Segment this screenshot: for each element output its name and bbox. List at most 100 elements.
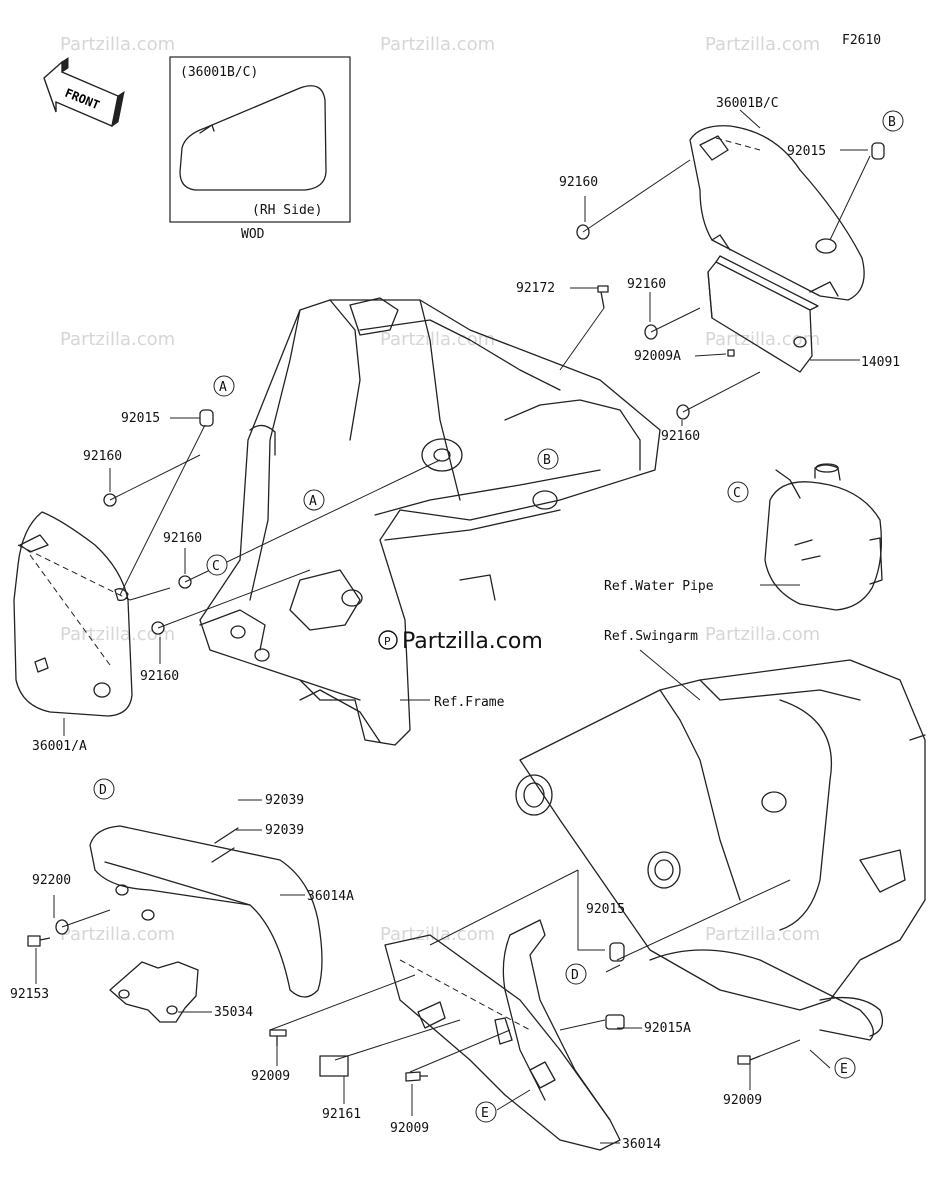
part-label-36014a: 36014A bbox=[307, 889, 354, 904]
cover-tab bbox=[199, 124, 215, 134]
reference-callouts: A A B B C C D D E E bbox=[93, 110, 904, 1123]
svg-text:Partzilla.com: Partzilla.com bbox=[380, 34, 495, 55]
svg-text:Partzilla.com: Partzilla.com bbox=[60, 34, 175, 55]
callout-a: A bbox=[303, 489, 325, 511]
watermark: Partzilla.com bbox=[705, 624, 820, 645]
watermark: Partzilla.com bbox=[705, 924, 820, 945]
left-side-cover-36001a bbox=[13, 511, 133, 717]
callout-c: C bbox=[727, 481, 749, 503]
part-label-36001bc: 36001B/C bbox=[716, 96, 779, 111]
svg-text:D: D bbox=[571, 968, 579, 983]
bolt-92009 bbox=[269, 1029, 287, 1046]
part-label-92160: 92160 bbox=[559, 175, 598, 190]
watermark: Partzilla.com bbox=[60, 624, 175, 645]
callout-d: D bbox=[565, 963, 587, 985]
svg-text:Partzilla.com: Partzilla.com bbox=[60, 924, 175, 945]
watermark: Partzilla.com bbox=[60, 924, 175, 945]
callout-b: B bbox=[882, 110, 904, 132]
callout-c: C bbox=[206, 554, 228, 576]
chain-guard-36014a bbox=[89, 825, 323, 998]
pin-92039 bbox=[211, 847, 235, 863]
ref-swingarm: Ref.Swingarm bbox=[604, 629, 698, 644]
lower-chain-cover-36014 bbox=[384, 919, 621, 1151]
inset-rh-side-cover: (36001B/C) (RH Side) WOD bbox=[169, 56, 351, 242]
motorcycle-frame bbox=[199, 297, 661, 746]
part-label-92153: 92153 bbox=[10, 987, 49, 1002]
bolt-92009a bbox=[727, 349, 735, 357]
callout-e: E bbox=[834, 1057, 856, 1079]
part-label-92160: 92160 bbox=[83, 449, 122, 464]
swingarm bbox=[515, 659, 926, 1041]
part-label-92009a: 92009A bbox=[634, 349, 681, 364]
bolt-92009 bbox=[405, 1071, 428, 1082]
label-leaders bbox=[35, 109, 868, 1144]
bolt-92009 bbox=[737, 1055, 761, 1065]
bracket-35034 bbox=[109, 961, 199, 1023]
brand-mark: P Partzilla.com bbox=[378, 629, 543, 654]
part-label-14091: 14091 bbox=[861, 355, 900, 370]
rh-side-cover-silhouette bbox=[179, 85, 327, 191]
ref-water-pipe: Ref.Water Pipe bbox=[604, 579, 714, 594]
pin-92039 bbox=[214, 827, 239, 844]
diagram-code: F2610 bbox=[842, 33, 881, 48]
collar-92015 bbox=[199, 409, 214, 427]
part-label-92015: 92015 bbox=[121, 411, 160, 426]
svg-text:Partzilla.com: Partzilla.com bbox=[705, 329, 820, 350]
svg-text:B: B bbox=[888, 115, 896, 130]
svg-text:B: B bbox=[543, 453, 551, 468]
bracket-14091 bbox=[707, 255, 819, 373]
svg-text:E: E bbox=[840, 1062, 848, 1077]
clip-92015a bbox=[605, 1014, 625, 1030]
svg-text:C: C bbox=[212, 559, 220, 574]
svg-text:Partzilla.com: Partzilla.com bbox=[380, 329, 495, 350]
svg-text:Partzilla.com: Partzilla.com bbox=[60, 624, 175, 645]
part-label-92015: 92015 bbox=[586, 902, 625, 917]
part-label-92015a: 92015A bbox=[644, 1021, 691, 1036]
part-label-92160: 92160 bbox=[627, 277, 666, 292]
svg-text:A: A bbox=[309, 494, 317, 509]
svg-text:Partzilla.com: Partzilla.com bbox=[705, 924, 820, 945]
part-label-36001a: 36001/A bbox=[32, 739, 87, 754]
part-label-92161: 92161 bbox=[322, 1107, 361, 1122]
front-direction-arrow: FRONT bbox=[43, 57, 125, 128]
callout-d: D bbox=[93, 778, 115, 800]
part-label-92009: 92009 bbox=[723, 1093, 762, 1108]
callout-b: B bbox=[537, 448, 559, 470]
part-labels: 36001B/C 92015 92160 92172 92160 92009A … bbox=[10, 96, 900, 1152]
inset-part-number: (36001B/C) bbox=[180, 65, 258, 80]
water-pipe-cover bbox=[764, 463, 883, 611]
watermark: Partzilla.com bbox=[60, 34, 175, 55]
watermark: Partzilla.com bbox=[705, 329, 820, 350]
callout-e: E bbox=[475, 1101, 497, 1123]
watermark: Partzilla.com bbox=[705, 34, 820, 55]
watermarks: Partzilla.com Partzilla.com Partzilla.co… bbox=[60, 34, 820, 945]
svg-text:Partzilla.com: Partzilla.com bbox=[705, 34, 820, 55]
part-label-92009: 92009 bbox=[390, 1121, 429, 1136]
part-label-92200: 92200 bbox=[32, 873, 71, 888]
callout-a: A bbox=[213, 375, 235, 397]
svg-text:P: P bbox=[384, 635, 391, 648]
bolt-92153 bbox=[27, 935, 51, 947]
leader-lines bbox=[17, 137, 871, 1073]
inset-variant-label: WOD bbox=[241, 227, 265, 242]
collar-92015 bbox=[609, 942, 625, 962]
collar-92015 bbox=[871, 142, 885, 160]
inset-side-label: (RH Side) bbox=[252, 203, 322, 218]
part-label-92009: 92009 bbox=[251, 1069, 290, 1084]
svg-text:D: D bbox=[99, 783, 107, 798]
svg-text:A: A bbox=[219, 380, 227, 395]
part-label-92160: 92160 bbox=[661, 429, 700, 444]
part-label-92172: 92172 bbox=[516, 281, 555, 296]
svg-text:Partzilla.com: Partzilla.com bbox=[60, 329, 175, 350]
ref-frame: Ref.Frame bbox=[434, 695, 505, 710]
svg-text:Partzilla.com: Partzilla.com bbox=[705, 624, 820, 645]
svg-text:E: E bbox=[481, 1106, 489, 1121]
pad-92161 bbox=[319, 1055, 349, 1077]
part-label-92039: 92039 bbox=[265, 823, 304, 838]
watermark: Partzilla.com bbox=[60, 329, 175, 350]
brand-text: Partzilla.com bbox=[402, 629, 543, 654]
svg-text:C: C bbox=[733, 486, 741, 501]
part-label-92160: 92160 bbox=[163, 531, 202, 546]
